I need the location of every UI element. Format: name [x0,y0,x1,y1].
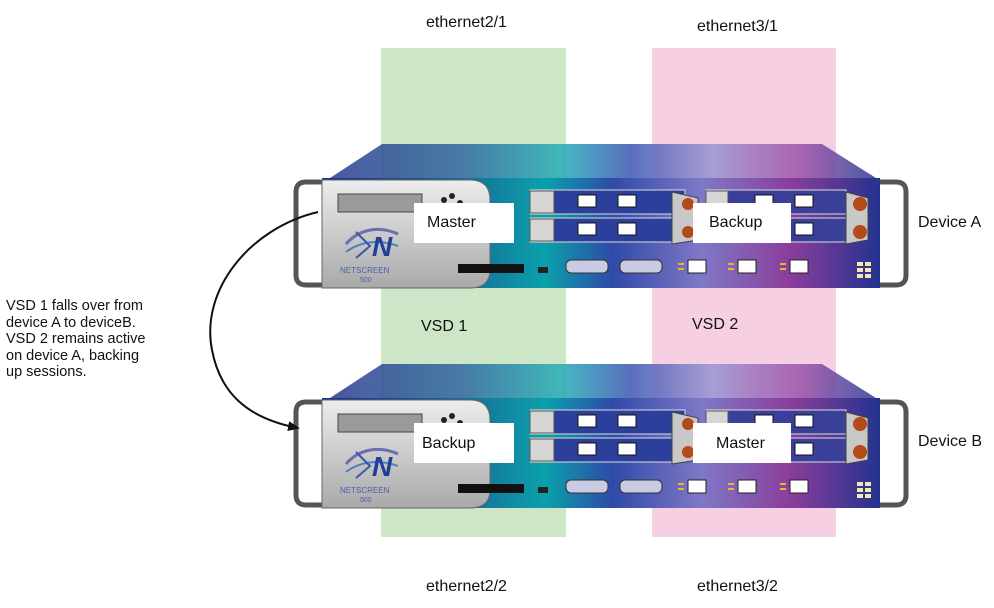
device-a-rj45-row [687,259,809,274]
device-a-lid [330,144,876,178]
device-b-serial-port-1 [565,479,609,494]
note-line: VSD 2 remains active [6,331,146,347]
device-b-label: Device B [918,433,983,450]
device-b-led-grid [857,482,871,498]
ethernet-3-1-label: ethernet3/1 [697,18,778,35]
device-b-lcd [337,413,423,433]
note-line: on device A, backing [6,347,140,364]
device-a-lcd [337,193,423,213]
device-a-left-role-label: Master [427,214,476,231]
device-b-right-role-label: Master [716,435,765,452]
device-b-lid [330,364,876,398]
device-a-model: 500 [360,277,372,284]
device-a-left-handle [293,179,322,288]
ethernet-2-1-label: ethernet2/1 [426,14,507,31]
device-a-right-role-label: Backup [709,214,763,231]
svg-text:N: N [372,451,393,482]
device-b-left-handle [293,399,322,508]
device-a-led-grid [857,262,871,278]
device-b-io-cards [529,409,869,465]
device-b: N NETSCREEN 500 [293,364,909,509]
svg-text:N: N [372,231,393,262]
device-a: N NETSCREEN 500 [293,144,909,289]
device-a-brand: NETSCREEN [340,266,390,275]
vsd-2-label: VSD 2 [692,316,739,333]
device-a-left-role-box [414,203,514,243]
netscreen-logo-icon: N [344,227,399,262]
note-line: VSD 1 falls over from [6,298,143,314]
netscreen-logo-icon: N [344,447,399,482]
ethernet-2-2-label: ethernet2/2 [426,578,507,595]
device-b-brand: NETSCREEN [340,486,390,495]
ethernet-3-2-label: ethernet3/2 [697,578,778,595]
device-a-label: Device A [918,214,982,231]
device-b-left-role-box [414,423,514,463]
device-b-right-role-box [693,423,791,463]
device-a-serial-port-1 [565,259,609,274]
device-b-left-role-label: Backup [422,435,476,452]
device-b-rj45-row [687,479,809,494]
note-line: up sessions. [6,364,87,380]
failover-arrow [209,211,319,432]
device-a-card-slot [458,264,524,273]
device-a-right-role-box [693,203,791,243]
device-b-serial-port-2 [619,479,663,494]
vsd-1-label: VSD 1 [421,318,468,335]
device-b-card-slot [458,484,524,493]
device-b-model: 500 [360,497,372,504]
device-a-serial-port-2 [619,259,663,274]
device-a-right-handle [880,179,909,288]
device-b-right-handle [880,399,909,508]
note-line: device A to deviceB. [6,314,136,331]
failover-note: VSD 1 falls over from device A to device… [6,298,178,381]
